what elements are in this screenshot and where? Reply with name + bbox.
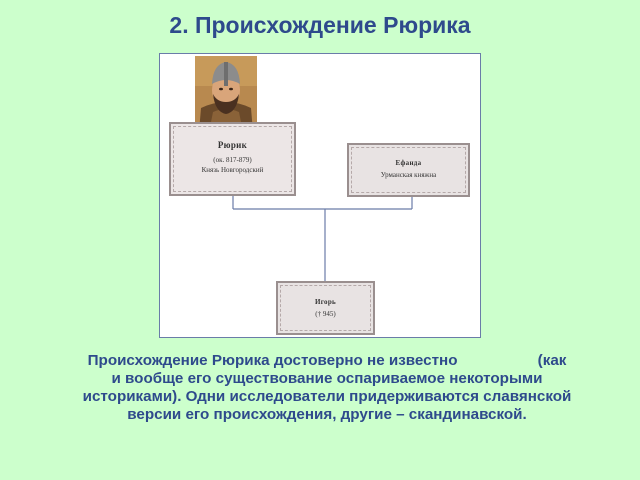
efanda-name: Ефанда: [395, 159, 422, 167]
rurik-role: Князь Новгородский: [201, 166, 264, 174]
rurik-portrait: [195, 56, 257, 132]
caption-line-2: и вообще его существование оспариваемое …: [111, 370, 543, 387]
rurik-name: Рюрик: [217, 140, 248, 150]
caption-line-4: версии его происхождения, другие – сканд…: [127, 406, 527, 423]
connector-lines: [232, 196, 413, 281]
caption-text: Происхождение Рюрика достоверно не извес…: [28, 352, 626, 424]
caption-line-1: Происхождение Рюрика достоверно не извес…: [87, 352, 567, 369]
slide-title: 2. Происхождение Рюрика: [169, 12, 471, 38]
efanda-role: Урманская княжна: [380, 171, 437, 179]
rurik-card: Рюрик (ок. 817-879) Князь Новгородский: [169, 122, 296, 196]
igor-years: († 945): [315, 310, 336, 318]
efanda-card: Ефанда Урманская княжна: [347, 143, 470, 197]
igor-name: Игорь: [314, 298, 337, 306]
rurik-years: (ок. 817-879): [213, 156, 252, 164]
caption-line-3: историками). Одни исследователи придержи…: [82, 388, 572, 405]
igor-card: Игорь († 945): [276, 281, 375, 335]
genealogy-diagram: Рюрик (ок. 817-879) Князь Новгородский Е…: [159, 53, 481, 338]
